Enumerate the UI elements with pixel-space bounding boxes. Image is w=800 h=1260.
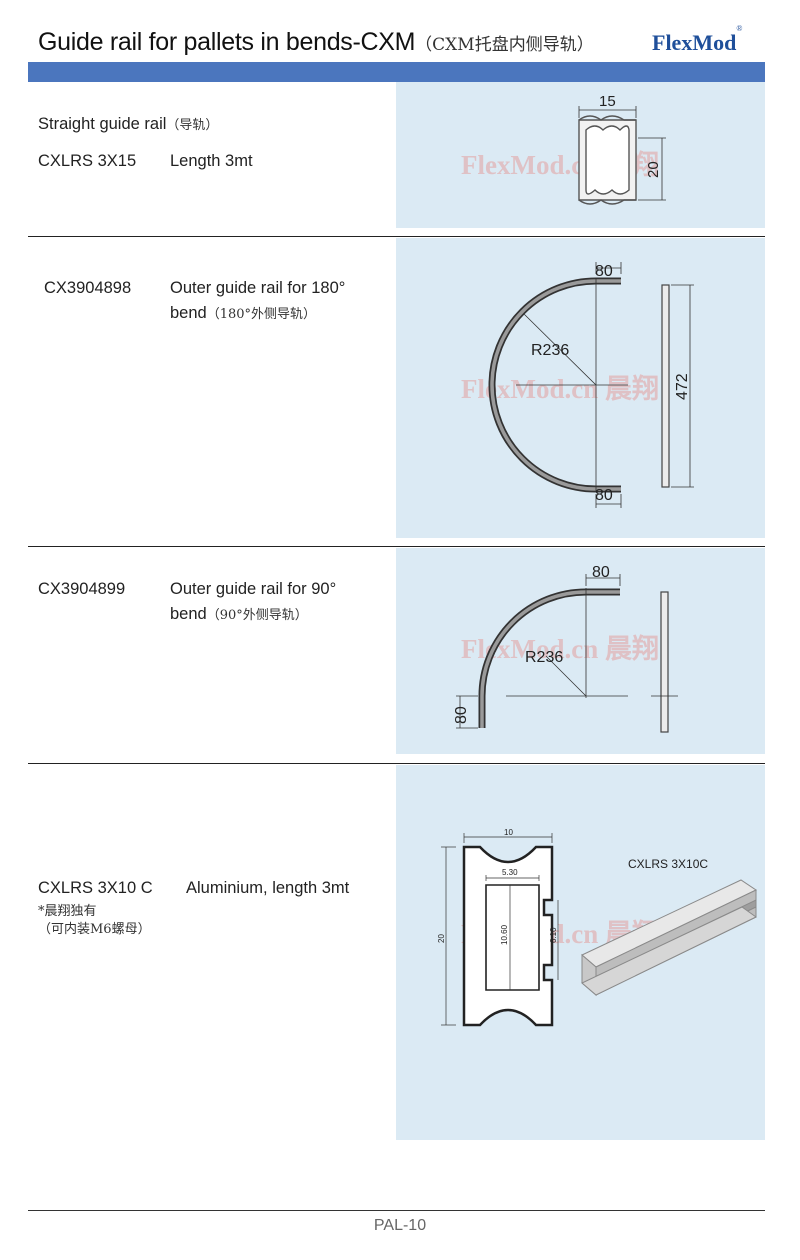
- dim-slot-width: 5.30: [502, 868, 518, 877]
- row1-label-text: Straight guide rail: [38, 115, 167, 133]
- row3-drawing-panel: FlexMod.cn 晨翔 80 R236 80: [396, 548, 765, 754]
- row4-drawing: FlexMod.cn 晨翔 10 5.30 20 10.60 6.10 CXLR…: [437, 828, 758, 1027]
- brand-mark: ®: [736, 24, 743, 33]
- dim-height: 20: [645, 161, 662, 178]
- row4-note-exclusive: *晨翔独有: [38, 904, 97, 919]
- row4-desc: Aluminium, length 3mt: [186, 879, 350, 897]
- row1-label: Straight guide rail（导轨）: [38, 114, 218, 134]
- row4-drawing-panel: FlexMod.cn 晨翔 10 5.30 20 10.60 6.10 CXLR…: [396, 765, 765, 1140]
- row2-desc2-text: bend: [170, 304, 207, 322]
- header-band: [28, 62, 765, 82]
- row3-desc2-text: bend: [170, 605, 207, 623]
- dim-width: 10: [504, 828, 513, 837]
- dim-slot-height: 10.60: [500, 924, 509, 945]
- page-header: Guide rail for pallets in bends-CXM（CXM托…: [0, 0, 800, 60]
- row1-code: CXLRS 3X15: [38, 152, 137, 170]
- dim-top: 80: [595, 263, 613, 280]
- dim-length: 472: [674, 373, 691, 400]
- dim-height: 20: [437, 934, 446, 943]
- row3-desc2-cn: （90°外侧导轨）: [206, 608, 308, 623]
- row2-code: CX3904898: [44, 279, 132, 297]
- product-label: CXLRS 3X10C: [628, 857, 708, 871]
- row2-drawing-panel: FlexMod.cn 晨翔 R236 80 80: [396, 238, 765, 538]
- row1-desc: Length 3mt: [170, 152, 253, 170]
- dim-radius: R236: [531, 342, 569, 359]
- dim-opening: 6.10: [549, 927, 558, 943]
- row-divider-2: [28, 546, 765, 547]
- row-divider-3: [28, 763, 765, 764]
- dim-width: 15: [599, 93, 616, 110]
- row2-desc2: bend（180°外侧导轨）: [170, 303, 316, 323]
- page-number: PAL-10: [373, 1217, 427, 1234]
- row3-drawing: FlexMod.cn 晨翔 80 R236 80: [453, 564, 678, 733]
- row-divider-1: [28, 236, 765, 237]
- dim-bottom: 80: [595, 487, 613, 504]
- row2-drawing: FlexMod.cn 晨翔 R236 80 80: [461, 262, 694, 508]
- row1-drawing-panel: FlexMod.cn 晨翔 15 20: [396, 82, 765, 228]
- row3-desc2: bend（90°外侧导轨）: [170, 604, 308, 624]
- row1-label-cn: （导轨）: [166, 118, 219, 133]
- brand-name: FlexMod: [652, 30, 737, 55]
- row3-desc: Outer guide rail for 90°: [170, 580, 337, 598]
- page-title: Guide rail for pallets in bends-CXM（CXM托…: [38, 28, 594, 57]
- row1-drawing: FlexMod.cn 晨翔 15 20: [461, 93, 666, 205]
- dim-side: 80: [453, 706, 470, 724]
- row3-code: CX3904899: [38, 580, 126, 598]
- dim-top: 80: [592, 564, 610, 581]
- row4-code: CXLRS 3X10 C: [38, 879, 153, 897]
- row4-note-nut: （可内装M6螺母）: [38, 922, 151, 937]
- row2-desc2-cn: （180°外侧导轨）: [206, 307, 317, 322]
- dim-radius: R236: [525, 649, 563, 666]
- row2-desc: Outer guide rail for 180°: [170, 279, 346, 297]
- brand-logo: FlexMod®: [652, 24, 742, 56]
- title-text: Guide rail for pallets in bends-CXM: [38, 28, 416, 56]
- title-cn: （CXM托盘内侧导轨）: [415, 35, 594, 55]
- footer-rule: [28, 1210, 765, 1211]
